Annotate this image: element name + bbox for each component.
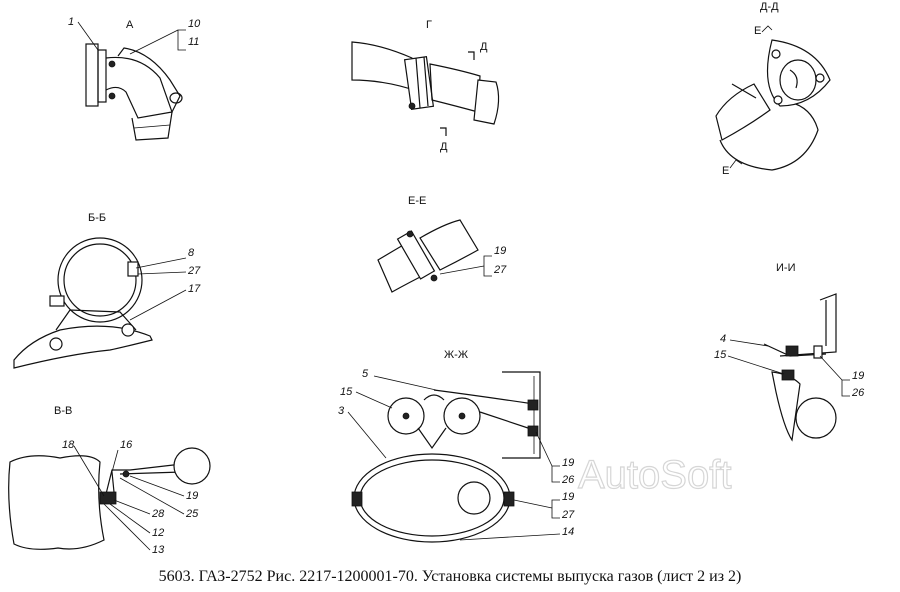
view-dd-title: Д-Д — [760, 1, 779, 13]
figure-caption: 5603. ГАЗ-2752 Рис. 2217-1200001-70. Уст… — [158, 568, 742, 585]
view-vv-callout-16: 16 — [120, 439, 133, 451]
view-ii-callout-26: 26 — [851, 387, 865, 399]
view-bb-bracket — [13, 325, 153, 369]
view-vv-callout-28: 28 — [151, 508, 165, 520]
view-vv-callout-25: 25 — [185, 508, 199, 520]
view-dd-mark-bottom: Е — [722, 165, 729, 177]
view-a-callout-11: 11 — [188, 36, 199, 48]
view-zhzh: Ж-Ж 5 15 3 19 26 19 27 14 — [338, 349, 575, 543]
view-bb-clamp-ring — [57, 237, 143, 323]
view-a: А 1 10 11 — [68, 16, 201, 141]
view-dd-pipe — [715, 83, 771, 141]
view-a-callout-1: 1 — [68, 16, 74, 28]
view-zhzh-callout-5: 5 — [362, 368, 369, 380]
view-zhzh-callout-3: 3 — [338, 405, 345, 417]
view-ii-title: И-И — [776, 262, 795, 274]
view-zhzh-frame — [502, 371, 541, 459]
view-vv-pipe — [173, 447, 211, 485]
view-zhzh-callout-14: 14 — [562, 526, 574, 538]
view-bb-callout-27: 27 — [187, 265, 201, 277]
view-dd: Д-Д Е Е — [715, 1, 831, 177]
view-g-mark-top: Д — [480, 41, 488, 53]
view-a-elbow — [105, 56, 173, 119]
view-dd-mark-top: Е — [754, 25, 761, 37]
view-vv-callout-13: 13 — [152, 544, 165, 556]
view-bb: Б-Б 8 27 17 — [13, 212, 201, 369]
view-zhzh-callout-27: 27 — [561, 509, 575, 521]
view-g-tip — [473, 79, 500, 125]
view-ee-pipe-right — [419, 219, 479, 271]
view-bb-callout-17: 17 — [188, 283, 201, 295]
view-g: Г Д Д — [351, 19, 500, 153]
view-ii: И-И 4 15 19 26 — [714, 262, 865, 442]
view-bb-title: Б-Б — [88, 212, 106, 224]
view-g-mark-bottom: Д — [440, 141, 448, 153]
view-ii-callout-19: 19 — [852, 370, 864, 382]
view-ii-callout-15: 15 — [714, 349, 727, 361]
view-vv-callout-12: 12 — [152, 527, 164, 539]
view-zhzh-callout-15: 15 — [340, 386, 353, 398]
view-ii-frame — [779, 293, 837, 357]
view-vv-muffler — [8, 455, 105, 550]
view-g-pipe-right — [429, 63, 481, 113]
view-zhzh-outlet — [457, 481, 491, 515]
view-ee-title: Е-Е — [408, 195, 426, 207]
view-ii-callout-4: 4 — [720, 333, 726, 345]
view-vv-callout-18: 18 — [62, 439, 75, 451]
view-bb-callout-8: 8 — [188, 247, 195, 259]
view-a-title: А — [126, 19, 134, 31]
view-ee: Е-Е 19 27 — [377, 195, 507, 293]
view-ii-pipe — [795, 397, 837, 439]
view-ee-callout-27: 27 — [493, 264, 507, 276]
view-ee-callout-19: 19 — [494, 245, 506, 257]
view-g-title: Г — [426, 19, 432, 31]
view-zhzh-title: Ж-Ж — [444, 349, 468, 361]
view-ee-clamp — [396, 230, 436, 280]
view-zhzh-callout-26: 26 — [561, 474, 575, 486]
view-a-callout-10: 10 — [188, 18, 201, 30]
view-zhzh-callout-19-top: 19 — [562, 457, 574, 469]
view-zhzh-callout-19-bottom: 19 — [562, 491, 574, 503]
view-vv: В-В 18 16 19 28 25 12 13 — [8, 405, 211, 556]
watermark: AutoSoft — [578, 453, 731, 497]
view-vv-title: В-В — [54, 405, 72, 417]
view-vv-callout-19: 19 — [186, 490, 198, 502]
view-bb-pipe — [63, 243, 137, 317]
view-a-flange — [85, 43, 99, 107]
